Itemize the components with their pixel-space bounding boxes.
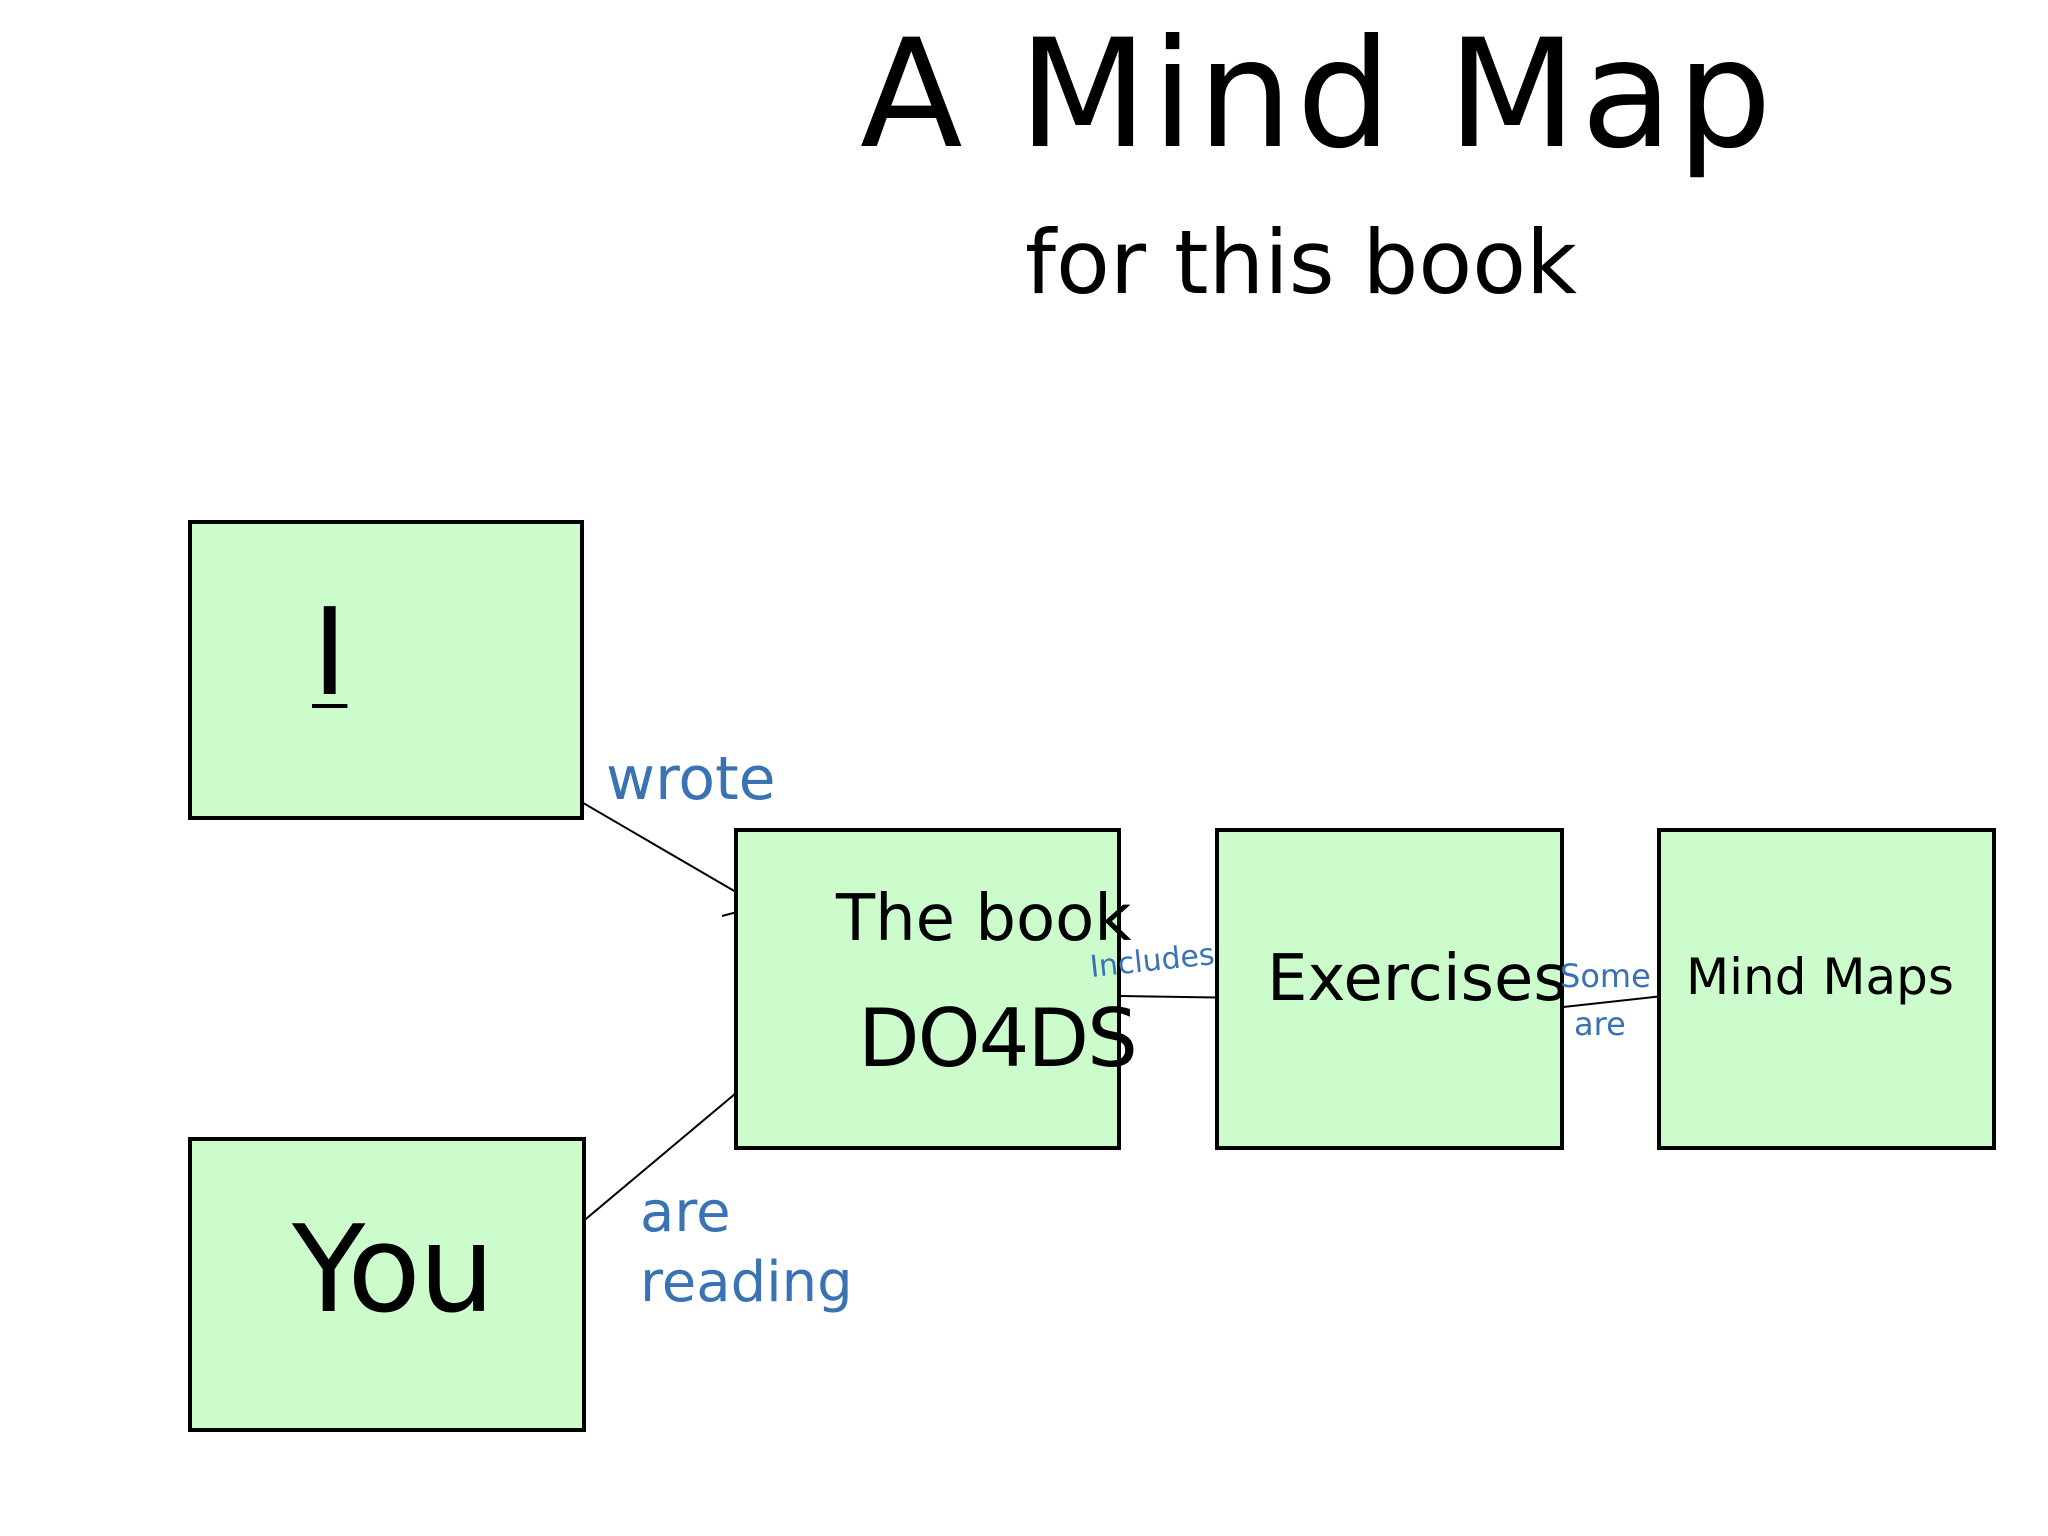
node-you: You xyxy=(188,1137,586,1432)
edge-label-wrote: wrote xyxy=(606,744,776,814)
edge-label-some: Some xyxy=(1560,957,1651,995)
node-mind-maps: Mind Maps xyxy=(1657,828,1996,1150)
edge-label-are-reading-line1: are xyxy=(640,1180,731,1245)
node-the-book: The book DO4DS xyxy=(734,828,1138,1150)
diagram-title: A Mind Map xyxy=(860,8,1776,182)
node-i-label: I xyxy=(312,584,348,723)
node-mind-maps-label: Mind Maps xyxy=(1686,948,1954,1006)
node-i: I xyxy=(188,520,584,820)
node-exercises: Exercises xyxy=(1215,828,1567,1150)
node-you-label: You xyxy=(292,1201,495,1340)
node-book-line2: DO4DS xyxy=(858,992,1138,1085)
edge-label-are: are xyxy=(1574,1005,1626,1043)
edge-label-are-reading-line2: reading xyxy=(640,1250,853,1315)
node-book-line1: The book xyxy=(836,882,1132,956)
node-exercises-label: Exercises xyxy=(1267,942,1567,1016)
diagram-subtitle: for this book xyxy=(1025,211,1578,314)
